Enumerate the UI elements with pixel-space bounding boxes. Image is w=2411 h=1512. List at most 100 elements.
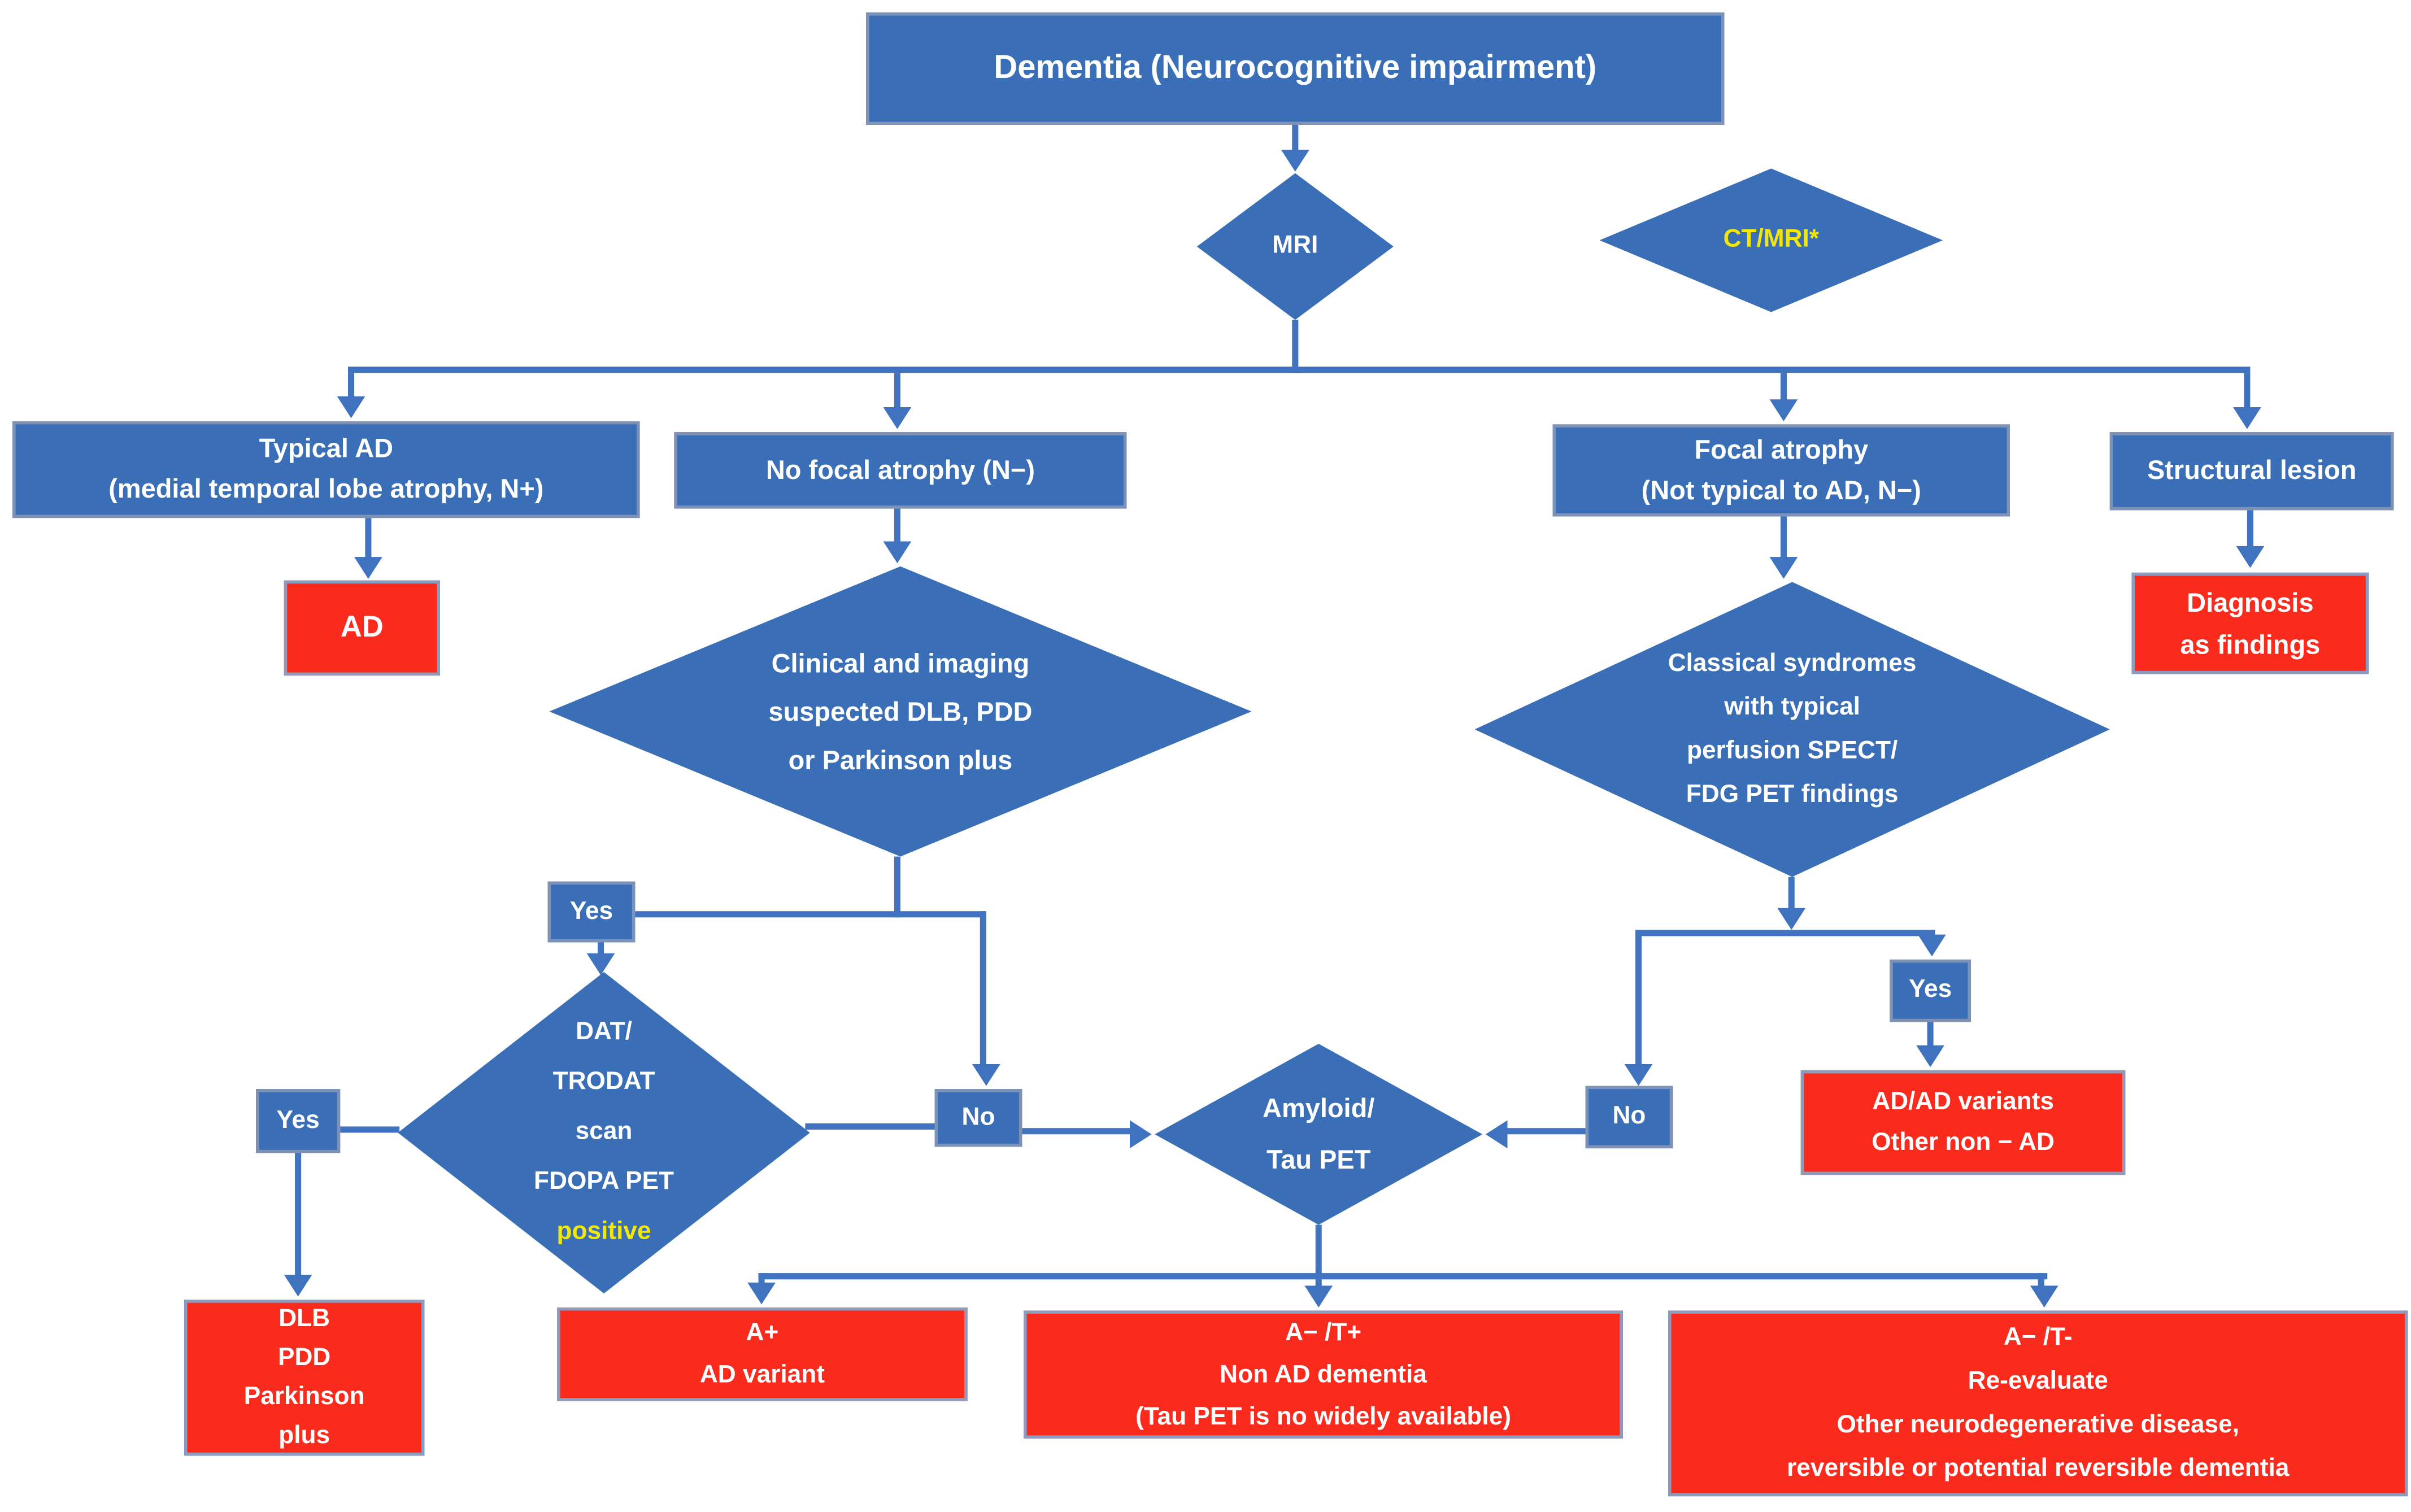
edge-typical-ad-to-ad	[365, 518, 372, 560]
arrowhead-to-mri	[1281, 150, 1309, 172]
decision-clinical-dlb-shape	[549, 566, 1252, 857]
decision-classical-syndromes-shape	[1474, 582, 2110, 877]
decision-dat-scan-shape	[398, 971, 810, 1294]
arrowhead-to-diagnosis	[2236, 546, 2265, 568]
outcome-ad-ad-variants: AD/AD variants Other non − AD	[1800, 1070, 2126, 1175]
edge-no-focal-to-clinical	[894, 508, 900, 545]
outcome-a-minus-t-minus: A− /T- Re-evaluate Other neurodegenerati…	[1668, 1310, 2408, 1497]
arrowhead-to-atplus	[1304, 1286, 1333, 1308]
edge-no1-to-amyloid	[1022, 1128, 1133, 1135]
outcome-aplus-line: AD variant	[699, 1362, 825, 1389]
arrowhead-to-amyloid-left	[1129, 1120, 1152, 1149]
node-typical-ad: Typical AD (medial temporal lobe atrophy…	[12, 421, 640, 518]
edge-clinical-split-horizontal	[635, 911, 986, 918]
arrowhead-to-dat	[586, 953, 615, 975]
arrowhead-to-dlb	[284, 1274, 312, 1297]
edge-to-atplus	[1315, 1273, 1322, 1289]
edge-focal-to-classical	[1780, 516, 1787, 560]
node-dementia-label: Dementia (Neurocognitive impairment)	[994, 50, 1597, 86]
outcome-dlb-line: plus	[278, 1423, 330, 1450]
node-focal-line: (Not typical to AD, N−)	[1641, 475, 1921, 505]
edge-to-structural	[2244, 373, 2251, 411]
edge-to-focal	[1780, 373, 1787, 403]
outcome-ad-label: AD	[340, 611, 384, 644]
arrowhead-to-classical	[1769, 557, 1798, 579]
edge-clinical-down	[894, 856, 900, 918]
node-no-focal-label: No focal atrophy (N−)	[765, 455, 1035, 485]
arrowhead-to-amyloid-right	[1485, 1120, 1508, 1149]
arrowhead-to-adad	[1916, 1045, 1944, 1067]
edge-dementia-mri	[1292, 124, 1299, 153]
outcome-a-minus-t-plus: A− /T+ Non AD dementia (Tau PET is no wi…	[1024, 1310, 1623, 1439]
outcome-a-plus-ad-variant: A+ AD variant	[557, 1307, 968, 1401]
node-structural-lesion: Structural lesion	[2109, 432, 2394, 511]
edge-main-branch-horizontal	[348, 367, 2251, 373]
arrowhead-to-no1	[972, 1064, 1000, 1086]
outcome-adad-line: Other non − AD	[1872, 1128, 2055, 1156]
outcome-dlb-line: PDD	[278, 1345, 331, 1372]
label-yes-dat-text: Yes	[276, 1106, 320, 1134]
node-focal-line: Focal atrophy	[1694, 434, 1869, 464]
edge-mri-trunk	[1292, 320, 1299, 373]
outcome-atminus-line: A− /T-	[2003, 1323, 2073, 1350]
edge-no2-to-amyloid	[1504, 1128, 1586, 1135]
arrowhead-to-no2	[1624, 1064, 1653, 1086]
label-yes-classical-text: Yes	[1908, 977, 1952, 1004]
outcome-atplus-line: (Tau PET is no widely available)	[1135, 1403, 1511, 1430]
arrowhead-to-typical-ad	[337, 396, 365, 419]
edge-yes3-to-adad	[1927, 1022, 1934, 1049]
label-yes-classical: Yes	[1890, 959, 1971, 1022]
arrowhead-to-no-focal	[883, 407, 912, 429]
node-typical-ad-line: Typical AD	[259, 433, 394, 464]
edge-to-no-focal	[894, 373, 900, 411]
label-no-classical-text: No	[1612, 1103, 1646, 1130]
label-yes-dat: Yes	[256, 1089, 341, 1153]
outcome-atplus-line: Non AD dementia	[1220, 1361, 1427, 1388]
edge-dat-to-yes2	[340, 1126, 400, 1133]
arrowhead-to-clinical	[883, 541, 912, 564]
outcome-adad-line: AD/AD variants	[1872, 1088, 2054, 1115]
arrowhead-to-focal	[1769, 399, 1798, 421]
arrowhead-to-structural	[2232, 407, 2261, 429]
edge-to-atminus	[2038, 1273, 2044, 1289]
label-no-dat: No	[934, 1089, 1022, 1147]
node-dementia: Dementia (Neurocognitive impairment)	[866, 12, 1725, 125]
outcome-atplus-line: A− /T+	[1285, 1319, 1362, 1346]
edge-yes2-to-dlb	[295, 1153, 302, 1278]
node-typical-ad-line: (medial temporal lobe atrophy, N+)	[108, 474, 544, 504]
decision-ct-mri-shape	[1599, 168, 1943, 312]
outcome-dlb-line: DLB	[278, 1306, 330, 1333]
label-yes-clinical: Yes	[547, 881, 636, 943]
edge-structural-to-diagnosis	[2247, 510, 2253, 550]
edge-to-aplus	[758, 1273, 765, 1286]
arrowhead-classical-split	[1777, 908, 1806, 930]
edge-outcome-split-horizontal	[758, 1273, 2048, 1280]
outcome-diagnosis-line: Diagnosis	[2187, 587, 2314, 617]
arrowhead-to-aplus	[747, 1282, 776, 1305]
outcome-diagnosis-line: as findings	[2180, 629, 2321, 660]
edge-dat-to-no1	[805, 1123, 938, 1130]
edge-yes1-to-dat	[597, 942, 604, 957]
outcome-ad: AD	[284, 580, 440, 676]
edge-classical-split-horizontal	[1635, 930, 1935, 936]
edge-classical-to-no2	[1635, 930, 1642, 1067]
decision-mri-shape	[1196, 173, 1394, 320]
outcome-diagnosis-as-findings: Diagnosis as findings	[2131, 572, 2369, 674]
decision-amyloid-tau-shape	[1155, 1044, 1483, 1225]
outcome-dlb-line: Parkinson	[243, 1384, 365, 1411]
outcome-atminus-line: Other neurodegenerative disease,	[1836, 1411, 2239, 1438]
edge-to-typical-ad	[348, 373, 355, 400]
outcome-atminus-line: Re-evaluate	[1968, 1367, 2108, 1395]
edge-classical-down	[1788, 877, 1795, 912]
arrowhead-to-atminus	[2030, 1286, 2059, 1308]
node-no-focal-atrophy: No focal atrophy (N−)	[674, 432, 1127, 509]
outcome-aplus-line: A+	[746, 1319, 779, 1347]
label-no-dat-text: No	[961, 1104, 995, 1131]
edge-classical-to-yes3	[1929, 930, 1935, 938]
edge-clinical-to-no1	[980, 911, 986, 1067]
node-focal-atrophy: Focal atrophy (Not typical to AD, N−)	[1552, 424, 2010, 517]
arrowhead-to-yes3	[1917, 934, 1946, 957]
arrowhead-to-ad	[354, 557, 382, 579]
outcome-dlb-pdd-parkinson-plus: DLB PDD Parkinson plus	[184, 1300, 425, 1456]
